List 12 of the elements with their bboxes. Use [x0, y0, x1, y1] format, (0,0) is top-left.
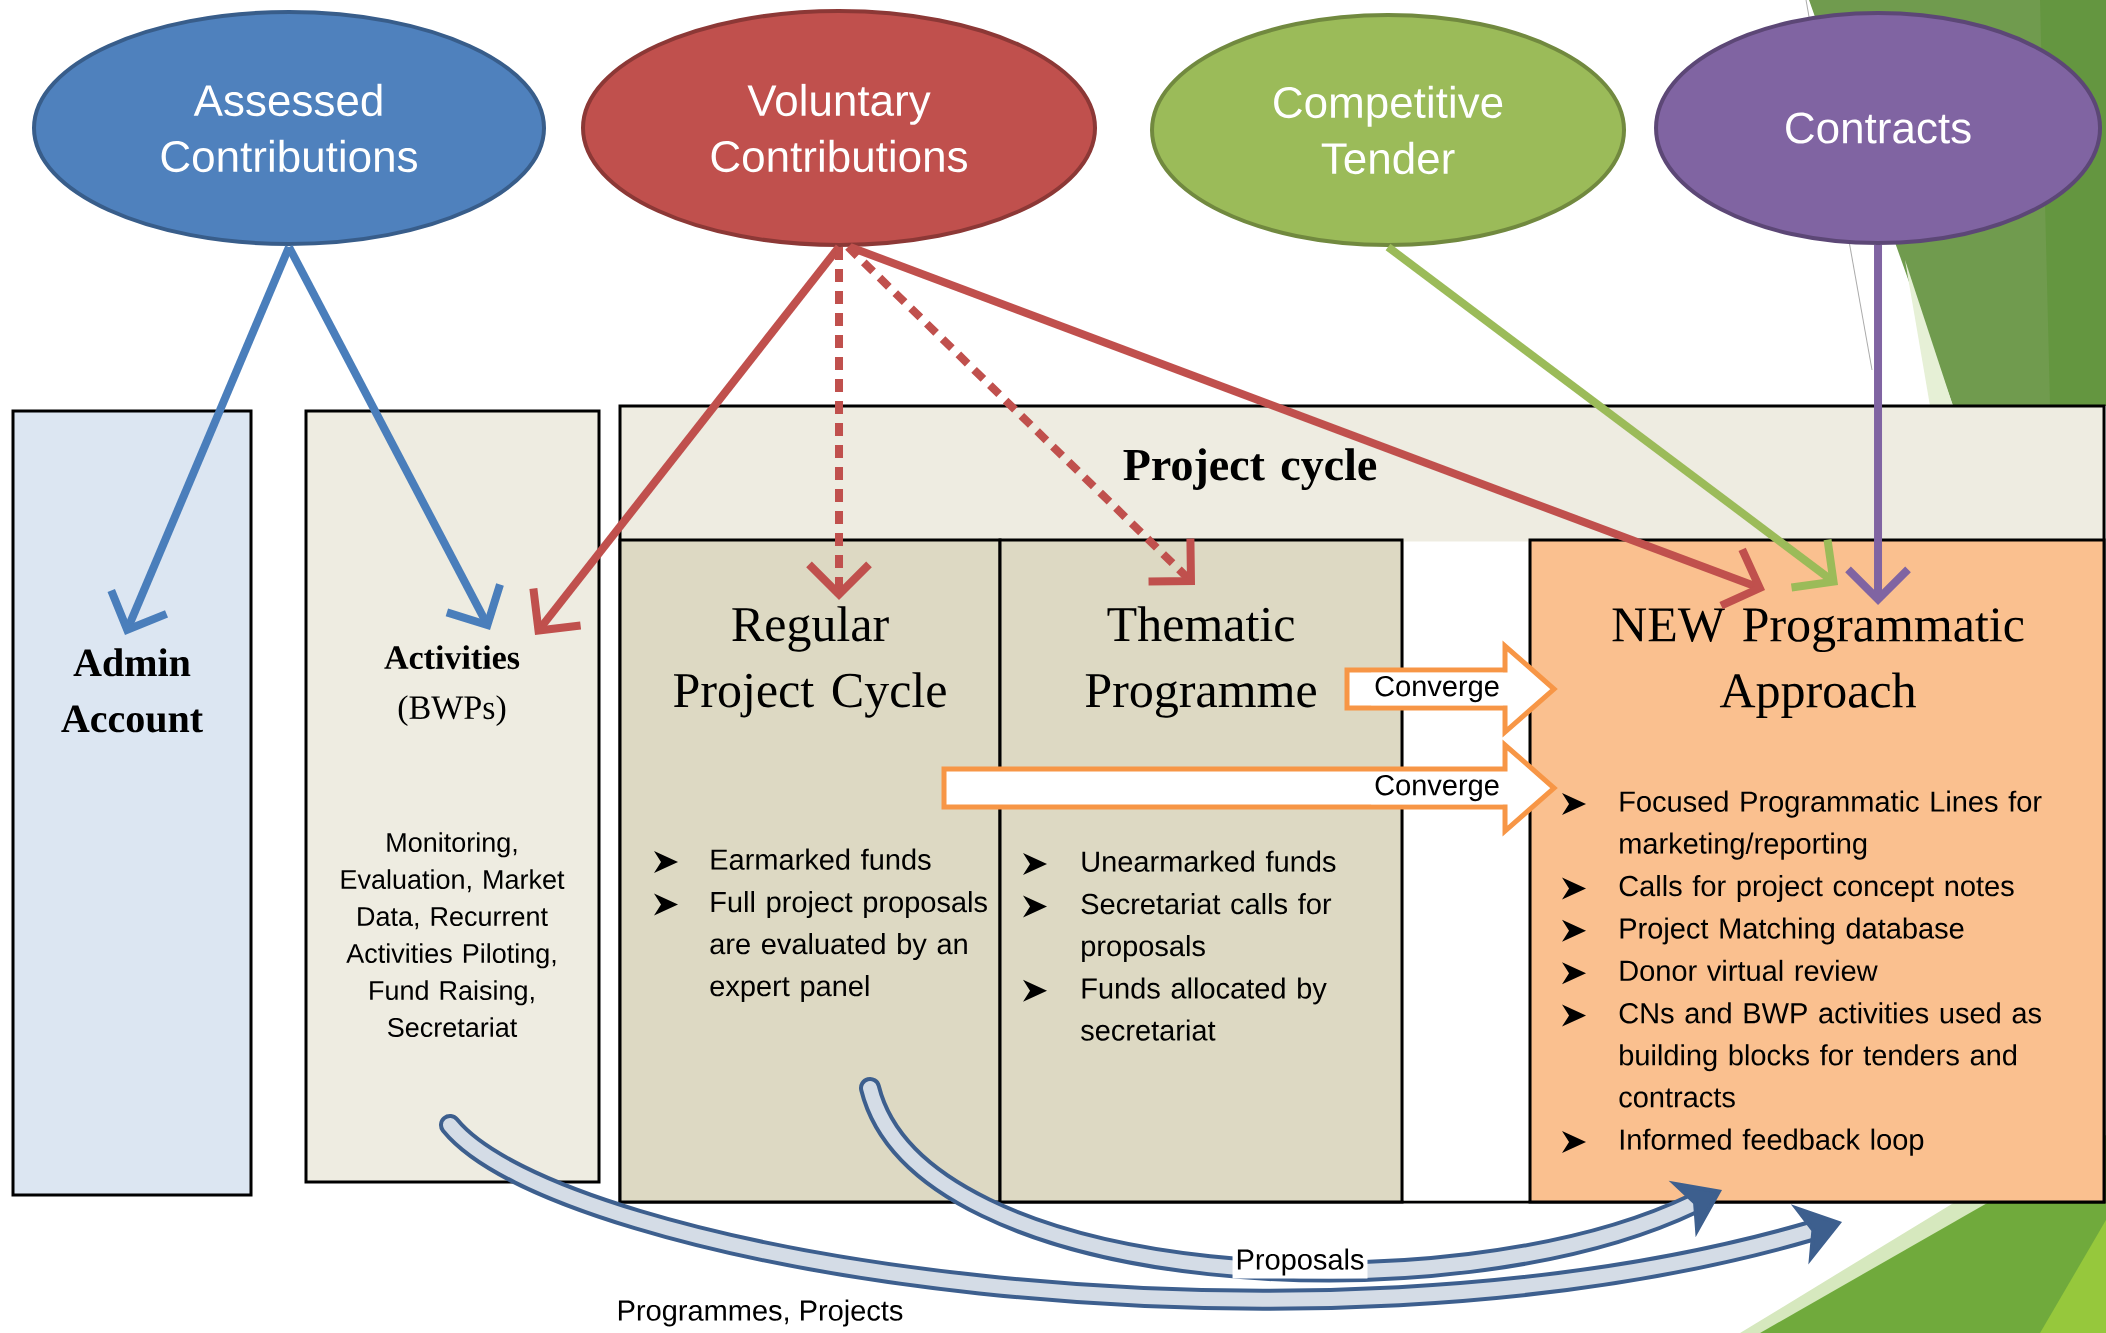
edge-label: Proposals: [1232, 1245, 1368, 1279]
arrow: [806, 247, 872, 600]
activities-box: Activities (BWPs) Monitoring, Evaluation, Market Data, Recurrent Activities Piloting, Fund Raising, Secretariat: [304, 409, 601, 1184]
column-box: Regular Project Cycle Earmarked funds Full project proposals are evaluated by an expert panel: [618, 538, 1002, 1204]
arrow: [845, 244, 1196, 586]
edge-label: Programmes, Projects: [613, 1296, 907, 1330]
admin-box: Admin Account: [11, 409, 253, 1197]
edge-label: Converge: [1371, 771, 1503, 805]
edge-label: Converge: [1371, 672, 1503, 706]
arrow: [1385, 243, 1839, 592]
arrow: [848, 243, 1766, 610]
approach-box: NEW Programmatic Approach Focused Programmatic Lines for marketing/reporting Calls for project concept notes Project Matching database Donor virtual review CNs and BWP activities used as building blocks for tenders and contracts Informed feedback loop: [1528, 538, 2106, 1204]
